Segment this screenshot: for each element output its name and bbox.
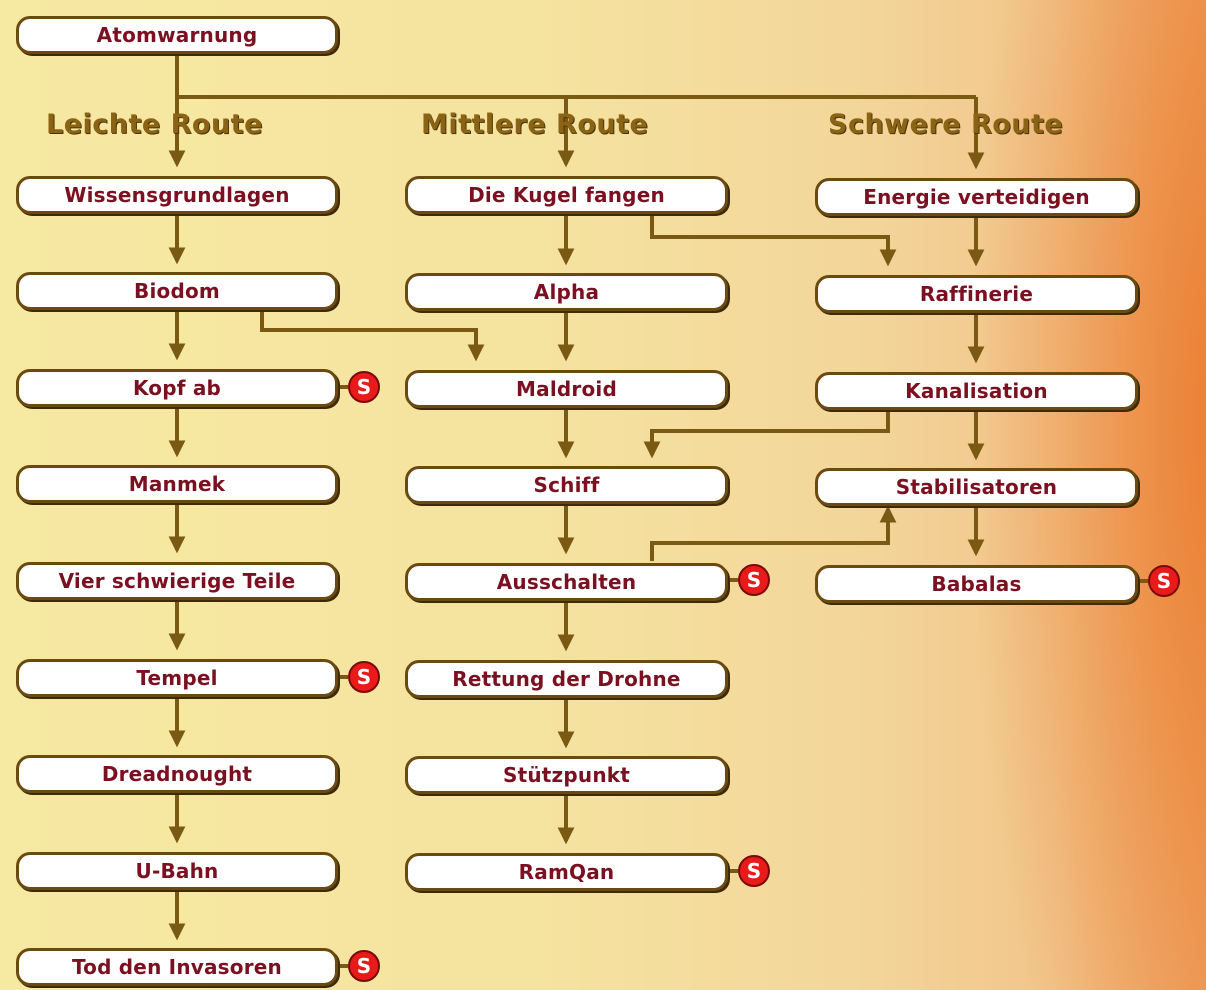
node-ausschalten: Ausschalten <box>405 563 728 601</box>
node-raffinerie: Raffinerie <box>815 275 1138 313</box>
save-badge-tod-den-invasoren: S <box>348 950 380 982</box>
node-u-bahn: U-Bahn <box>16 852 338 890</box>
node-die-kugel-fangen: Die Kugel fangen <box>405 176 728 214</box>
node-wissensgrundlagen: Wissensgrundlagen <box>16 176 338 214</box>
node-dreadnought: Dreadnought <box>16 755 338 793</box>
node-biodom: Biodom <box>16 272 338 310</box>
save-badge-tempel: S <box>348 661 380 693</box>
heading-easy-route: Leichte Route <box>46 109 263 140</box>
save-badge-babalas: S <box>1148 565 1180 597</box>
node-schiff: Schiff <box>405 466 728 504</box>
save-badge-ausschalten: S <box>738 564 770 596</box>
node-manmek: Manmek <box>16 465 338 503</box>
cross-ausschalten-stabilisatoren <box>650 505 897 561</box>
node-stabilisatoren: Stabilisatoren <box>815 468 1138 506</box>
node-maldroid: Maldroid <box>405 370 728 408</box>
node-atomwarnung: Atomwarnung <box>16 16 338 54</box>
node-ramqan: RamQan <box>405 853 728 891</box>
cross-kanalisation-schiff <box>643 410 890 459</box>
node-rettung-der-drohne: Rettung der Drohne <box>405 660 728 698</box>
save-badge-kopf-ab: S <box>348 371 380 403</box>
node-tod-den-invasoren: Tod den Invasoren <box>16 948 338 986</box>
node-alpha: Alpha <box>405 273 728 311</box>
node-tempel: Tempel <box>16 659 338 697</box>
node-energie-verteidigen: Energie verteidigen <box>815 178 1138 216</box>
node-kopf-ab: Kopf ab <box>16 369 338 407</box>
node-stuetzpunkt: Stützpunkt <box>405 756 728 794</box>
heading-hard-route: Schwere Route <box>828 109 1064 140</box>
node-kanalisation: Kanalisation <box>815 372 1138 410</box>
node-vier-schwierige-teile: Vier schwierige Teile <box>16 562 338 600</box>
heading-medium-route: Mittlere Route <box>421 109 649 140</box>
cross-kugel-raffinerie <box>650 214 897 267</box>
node-babalas: Babalas <box>815 565 1138 603</box>
save-badge-ramqan: S <box>738 855 770 887</box>
cross-biodom-maldroid <box>260 310 485 362</box>
